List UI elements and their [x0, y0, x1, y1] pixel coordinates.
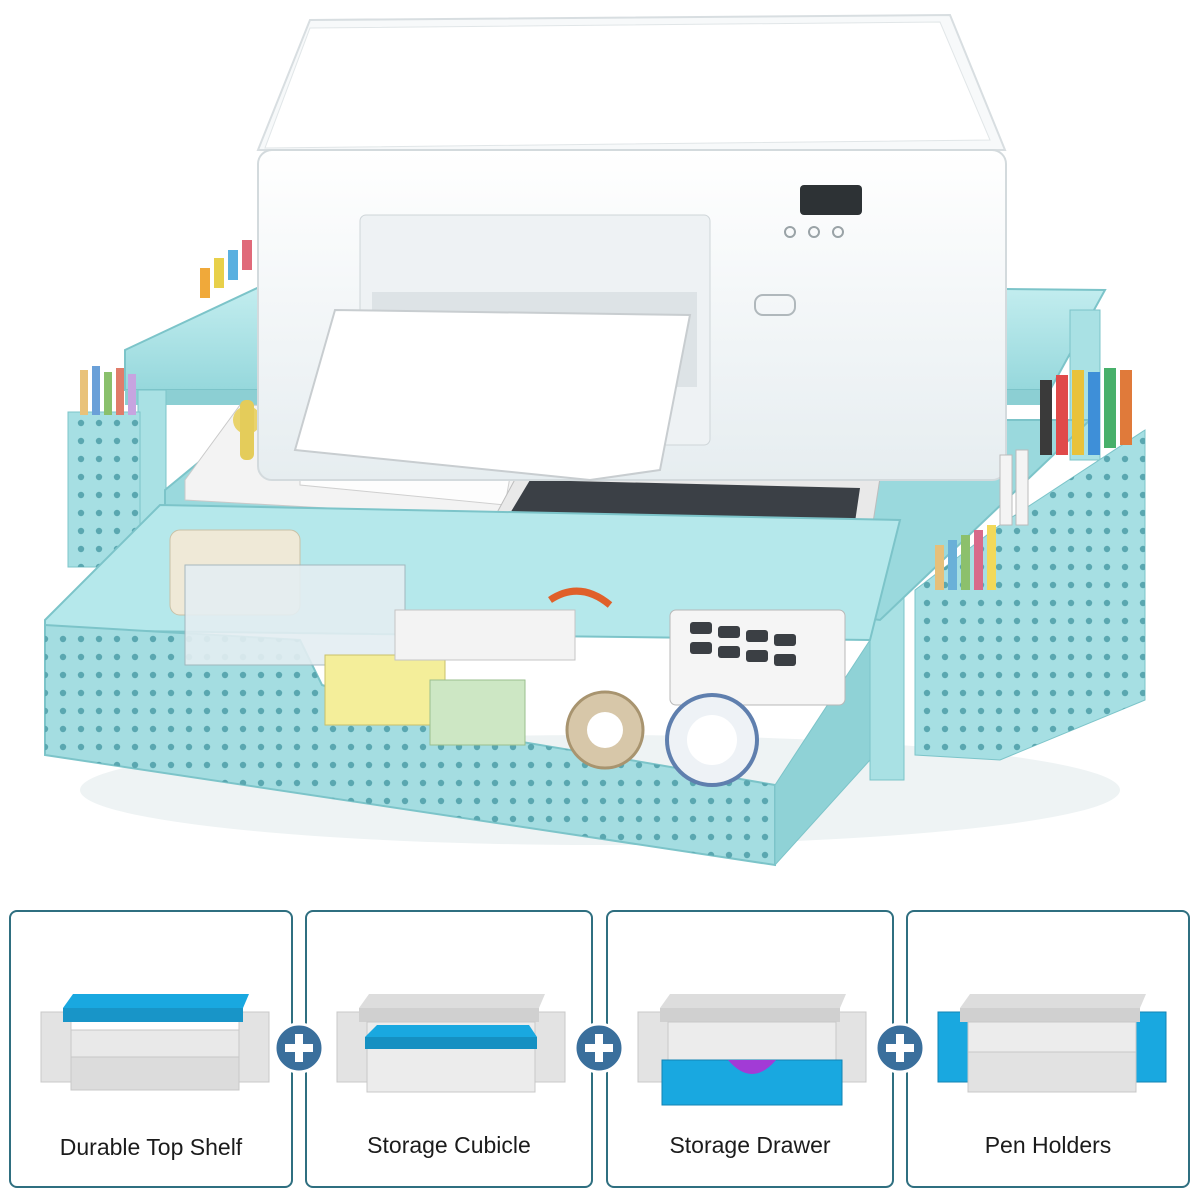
right-pen-holder [914, 368, 1146, 761]
feature-panel-top-shelf: Durable Top Shelf [9, 910, 293, 1188]
feature-caption: Storage Drawer [669, 1132, 831, 1158]
printer [256, 13, 1007, 482]
plus-icon [273, 1022, 325, 1074]
storage-drawer [44, 503, 902, 867]
storage-drawer-diagram [637, 994, 867, 1106]
feature-panel-pen-holders: Pen Holders [906, 910, 1190, 1188]
product-hero-image [44, 13, 1146, 867]
storage-cubicle-diagram [336, 994, 566, 1093]
pen-holders-diagram [937, 994, 1167, 1093]
top-shelf-diagram [40, 994, 270, 1091]
feature-caption: Durable Top Shelf [59, 1134, 243, 1160]
feature-panel-storage-cubicle: Storage Cubicle [305, 910, 593, 1188]
plus-icon [874, 1022, 926, 1074]
feature-panel-storage-drawer: Storage Drawer [606, 910, 894, 1188]
feature-caption: Storage Cubicle [367, 1132, 531, 1158]
feature-caption: Pen Holders [984, 1132, 1112, 1158]
plus-icon [573, 1022, 625, 1074]
